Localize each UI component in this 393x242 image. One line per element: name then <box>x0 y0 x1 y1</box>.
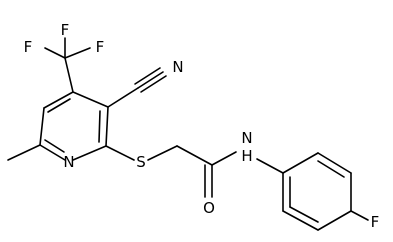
bond-methyl <box>7 144 41 161</box>
bond-c6-n1 <box>39 144 66 161</box>
bond-c2-s <box>105 145 135 161</box>
bond-nitrile-triple-c <box>140 75 167 93</box>
atom-f-middle: F <box>61 21 70 39</box>
atom-nitrile-nitrogen: N <box>172 58 183 76</box>
bond-nitrile-triple-a <box>137 71 164 89</box>
bond-c6-n1-double <box>44 139 65 153</box>
bond-ar-c2-c3-double <box>317 160 345 178</box>
atom-ring-nitrogen: N <box>63 153 74 171</box>
bond-c2-c3-double <box>98 110 101 143</box>
bond-ch2-carbonyl <box>176 145 213 166</box>
atom-f-top-right: F <box>96 38 105 56</box>
bond-ar-c1-c2 <box>282 152 319 174</box>
atom-amide-oxygen: O <box>203 199 215 217</box>
bond-cf3-to-c4 <box>64 57 74 93</box>
bond-c4-c3 <box>72 91 109 108</box>
bond-ar-c2-c3 <box>317 152 352 174</box>
bond-cf3-f-top-right <box>64 47 91 59</box>
bond-cf3-f-top-left <box>44 47 66 59</box>
bond-ar-c-f <box>350 210 369 221</box>
atom-sulfur: S <box>136 153 146 171</box>
bonds <box>7 37 369 231</box>
bond-n-aryl <box>256 158 284 174</box>
bond-ar-c5-c6 <box>282 210 319 231</box>
bond-c5-c6 <box>39 107 45 146</box>
atom-para-fluorine: F <box>371 213 380 231</box>
bond-n1-c2 <box>72 145 107 161</box>
bond-c4-c5 <box>43 91 74 109</box>
bond-c4-c5-double <box>47 98 71 113</box>
bond-carbonyl-n <box>211 151 237 166</box>
atom-f-top-left: F <box>24 38 33 56</box>
bond-c2-c3 <box>105 106 109 147</box>
bond-c3-cn <box>107 87 139 108</box>
bond-nitrile-triple-b <box>134 67 161 85</box>
bond-s-ch2 <box>147 145 178 161</box>
bond-ar-c5-c6-double <box>289 206 319 223</box>
bond-ar-c4-c5 <box>317 210 352 231</box>
